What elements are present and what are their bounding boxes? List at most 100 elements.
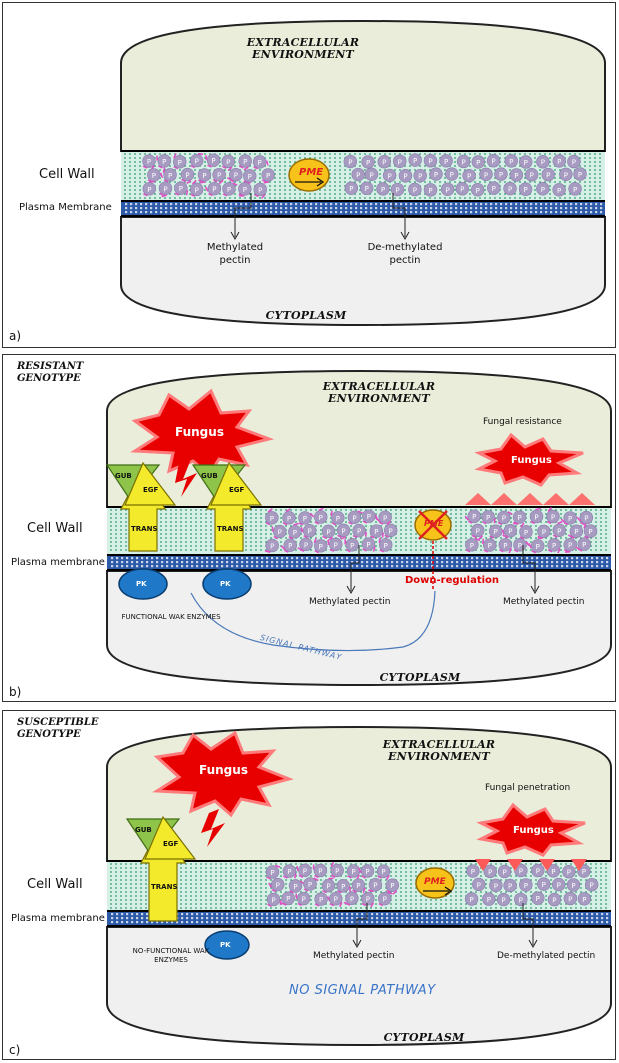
pk-label: PK — [220, 941, 231, 949]
cytoplasm-region — [106, 570, 612, 687]
svg-text:P: P — [258, 159, 262, 167]
svg-text:P: P — [374, 528, 378, 536]
svg-text:P: P — [287, 515, 291, 523]
svg-text:P: P — [356, 882, 360, 890]
extracellular-label: EXTRACELLULAR ENVIRONMENT — [246, 36, 360, 61]
svg-text:P: P — [271, 896, 275, 904]
svg-text:P: P — [258, 186, 262, 194]
svg-text:P: P — [428, 158, 432, 166]
svg-text:P: P — [541, 159, 545, 167]
svg-text:P: P — [508, 528, 512, 536]
svg-text:P: P — [348, 159, 352, 167]
cytoplasm-label: CYTOPLASM — [379, 671, 461, 684]
svg-text:P: P — [568, 515, 572, 523]
svg-text:P: P — [227, 186, 231, 194]
panel-letter: b) — [9, 685, 22, 699]
cytoplasm-region — [120, 216, 606, 327]
methylated-pointer-right — [522, 545, 536, 591]
egf-label-2: EGF — [229, 486, 245, 494]
extracellular-region — [120, 19, 606, 152]
svg-text:P: P — [499, 171, 503, 179]
svg-text:P: P — [162, 158, 166, 166]
svg-text:P: P — [168, 172, 172, 180]
cell-wall-label: Cell Wall — [27, 877, 83, 892]
svg-text:P: P — [564, 171, 568, 179]
svg-text:P: P — [270, 869, 274, 877]
svg-text:P: P — [518, 542, 522, 550]
pk-label-2: PK — [220, 580, 231, 588]
demethylated-pectin-label: De-methylated pectin — [367, 242, 443, 266]
svg-text:P: P — [357, 528, 361, 536]
svg-text:P: P — [536, 895, 540, 903]
svg-text:P: P — [551, 513, 555, 521]
svg-text:P: P — [366, 159, 370, 167]
svg-text:P: P — [335, 867, 339, 875]
svg-text:P: P — [195, 158, 199, 166]
svg-text:P: P — [491, 158, 495, 166]
wak-receptor-nonfunctional — [125, 815, 197, 922]
svg-text:P: P — [488, 542, 492, 550]
plasma-membrane-label: Plasma membrane — [11, 913, 105, 924]
svg-text:P: P — [444, 158, 448, 166]
svg-text:P: P — [469, 896, 473, 904]
methylated-pointer — [356, 903, 368, 945]
svg-text:P: P — [319, 543, 323, 551]
egf-label: EGF — [163, 840, 179, 848]
svg-text:P: P — [303, 515, 307, 523]
svg-text:P: P — [270, 515, 274, 523]
panel-letter: c) — [9, 1043, 21, 1057]
extracellular-label: EXTRACELLULAR ENVIRONMENT — [322, 380, 436, 405]
svg-text:P: P — [571, 882, 575, 890]
svg-text:P: P — [582, 868, 586, 876]
svg-text:P: P — [226, 158, 230, 166]
svg-text:P: P — [352, 514, 356, 522]
svg-text:P: P — [356, 172, 360, 180]
pme-enzyme — [288, 158, 330, 192]
svg-text:P: P — [486, 514, 490, 522]
svg-text:P: P — [582, 541, 586, 549]
svg-text:P: P — [390, 882, 394, 890]
svg-text:P: P — [398, 158, 402, 166]
svg-text:P: P — [383, 514, 387, 522]
svg-text:P: P — [389, 527, 393, 535]
svg-text:P: P — [536, 868, 540, 876]
svg-text:P: P — [523, 186, 527, 194]
fungus-left-label: Fungus — [175, 425, 224, 439]
svg-text:P: P — [212, 186, 216, 194]
svg-text:P: P — [578, 171, 582, 179]
svg-text:P: P — [552, 897, 556, 905]
gub-label: GUB — [115, 472, 132, 480]
trans-label: TRANS — [131, 525, 158, 533]
wak-label: NO-FUNCTIONAL WAK ENZYMES — [132, 947, 210, 964]
svg-text:P: P — [382, 159, 386, 167]
demethylated-pointer — [392, 193, 406, 237]
svg-text:P: P — [494, 882, 498, 890]
svg-text:P: P — [302, 896, 306, 904]
wak-receptor-1 — [105, 461, 177, 600]
svg-text:P: P — [536, 543, 540, 551]
svg-text:P: P — [524, 529, 528, 537]
demethylated-pointer — [522, 903, 534, 945]
svg-text:P: P — [551, 868, 555, 876]
svg-text:P: P — [152, 172, 156, 180]
svg-text:P: P — [369, 171, 373, 179]
svg-text:P: P — [503, 542, 507, 550]
svg-text:P: P — [334, 541, 338, 549]
svg-text:P: P — [470, 542, 474, 550]
svg-text:P: P — [509, 158, 513, 166]
svg-text:P: P — [350, 895, 354, 903]
pme-label: PME — [424, 877, 446, 887]
svg-text:P: P — [542, 881, 546, 889]
svg-text:P: P — [318, 867, 322, 875]
svg-text:P: P — [542, 528, 546, 536]
methylated-pointer-left — [350, 545, 360, 591]
svg-text:P: P — [147, 158, 151, 166]
methylated-pectin-label: Methylated pectin — [206, 242, 264, 266]
svg-text:P: P — [202, 172, 206, 180]
svg-text:P: P — [308, 881, 312, 889]
